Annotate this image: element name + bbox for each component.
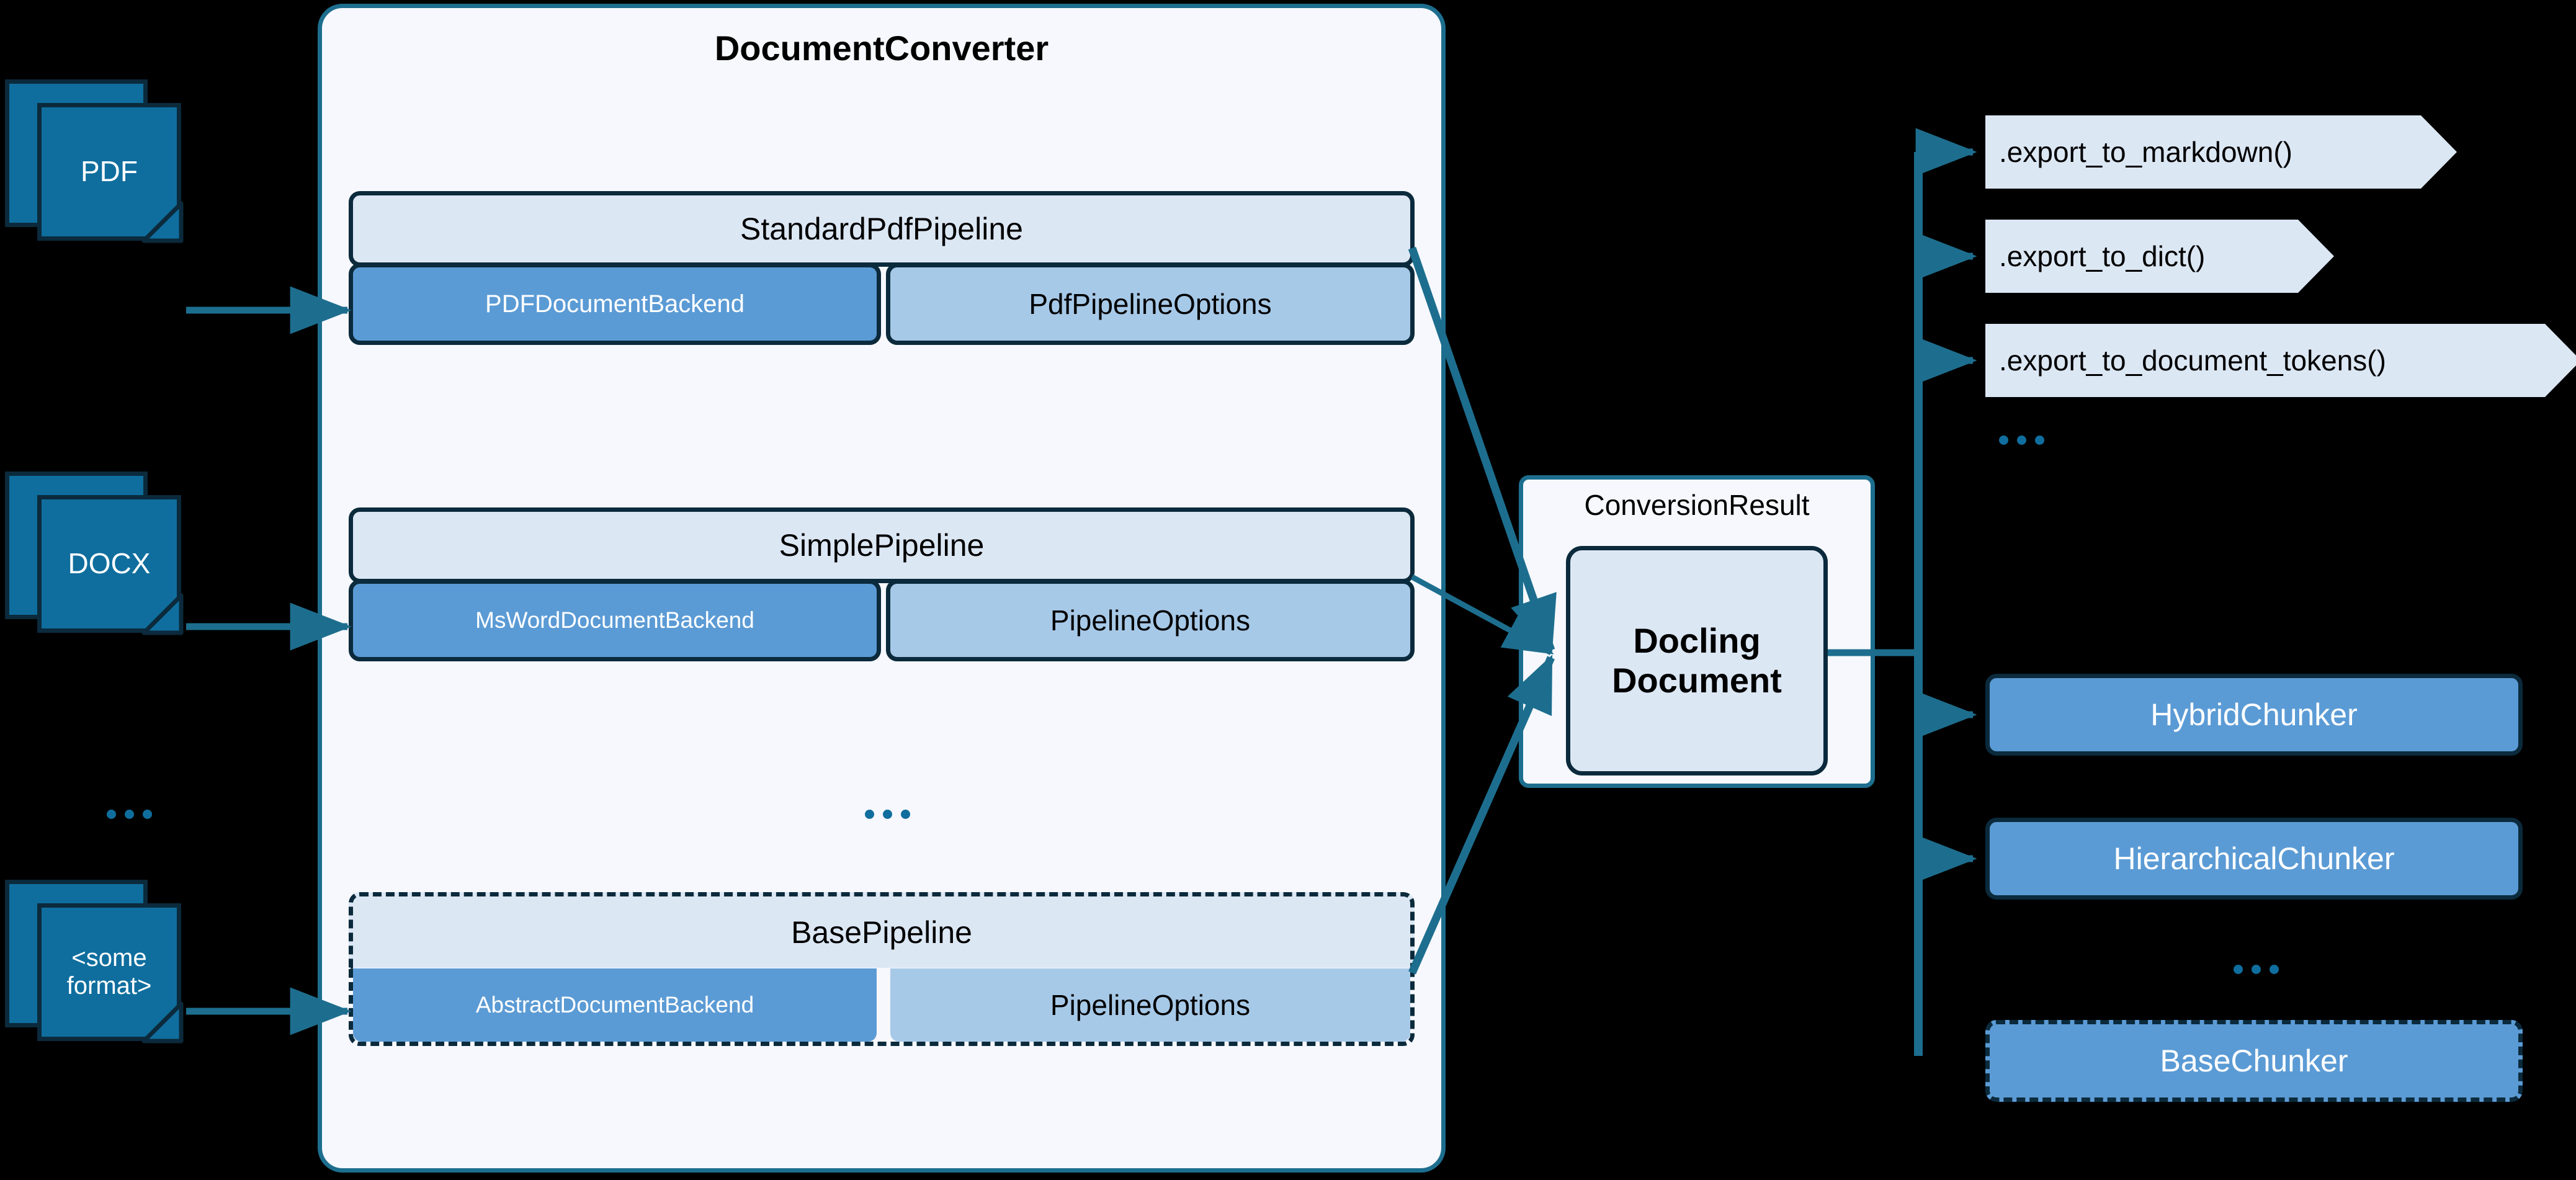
- export-method-document-tokens[interactable]: .export_to_document_tokens(): [1985, 324, 2576, 397]
- export-method-dict[interactable]: .export_to_dict(): [1985, 220, 2334, 293]
- ellipsis-dot: [2035, 436, 2044, 445]
- export-method-label: .export_to_markdown(): [1999, 136, 2292, 168]
- chunker-base-abstract[interactable]: BaseChunker: [1985, 1020, 2523, 1102]
- ellipsis-dot: [2252, 965, 2261, 974]
- pipeline-header: StandardPdfPipeline: [349, 191, 1415, 267]
- export-method-markdown[interactable]: .export_to_markdown(): [1985, 115, 2457, 189]
- export-method-label: .export_to_document_tokens(): [1999, 344, 2386, 377]
- chunker-label: HybridChunker: [2150, 697, 2358, 732]
- ellipsis-dot: [107, 810, 116, 819]
- ellipsis-dot: [883, 810, 892, 819]
- backend-name: AbstractDocumentBackend: [475, 992, 754, 1017]
- pipeline-header: BasePipeline: [349, 892, 1415, 968]
- pipeline-name: StandardPdfPipeline: [740, 212, 1023, 246]
- input-document-some-format: <some format>: [5, 880, 200, 1063]
- ellipsis-dot: [2017, 436, 2026, 445]
- pipeline-backend-box: AbstractDocumentBackend: [353, 968, 877, 1042]
- options-name: PipelineOptions: [1050, 989, 1251, 1021]
- input-ellipsis: [107, 810, 152, 819]
- pipeline-ellipsis: [865, 810, 910, 819]
- chunker-label: BaseChunker: [2160, 1044, 2348, 1078]
- ellipsis-dot: [865, 810, 874, 819]
- document-front-sheet: <some format>: [37, 903, 181, 1041]
- pipeline-options-box: PipelineOptions: [890, 968, 1410, 1042]
- chunker-hybrid[interactable]: HybridChunker: [1985, 674, 2523, 756]
- pipeline-abstract-outline: [349, 964, 1415, 1046]
- pipeline-options-box: PipelineOptions: [886, 579, 1415, 661]
- ellipsis-dot: [2234, 965, 2243, 974]
- docling-document-line2: Document: [1612, 661, 1782, 700]
- options-name: PipelineOptions: [1050, 604, 1251, 637]
- backend-name: MsWordDocumentBackend: [475, 607, 754, 633]
- ellipsis-dot: [143, 810, 152, 819]
- options-name: PdfPipelineOptions: [1029, 288, 1272, 320]
- ellipsis-dot: [125, 810, 134, 819]
- pipeline-backend-box: PDFDocumentBackend: [349, 263, 881, 345]
- pipeline-header: SimplePipeline: [349, 507, 1415, 583]
- input-document-pdf: PDF: [5, 79, 200, 262]
- input-document-label-line2: format>: [66, 972, 152, 999]
- chunker-ellipsis: [2234, 965, 2279, 974]
- chunker-label: HierarchicalChunker: [2113, 841, 2395, 876]
- pipeline-name: SimplePipeline: [779, 528, 985, 563]
- pipeline-simple: SimplePipeline MsWordDocumentBackend Pip…: [349, 507, 1415, 669]
- pipeline-name: BasePipeline: [791, 914, 972, 950]
- ellipsis-dot: [1999, 436, 2008, 445]
- docling-document-line1: Docling: [1633, 621, 1761, 661]
- ellipsis-dot: [2270, 965, 2279, 974]
- chunker-hierarchical[interactable]: HierarchicalChunker: [1985, 818, 2523, 900]
- conversion-result-label: ConversionResult: [1584, 489, 1810, 521]
- pipeline-backend-box: MsWordDocumentBackend: [349, 579, 881, 661]
- input-document-label-line1: <some: [71, 944, 147, 972]
- document-front-sheet: PDF: [37, 103, 181, 241]
- document-front-sheet: DOCX: [37, 495, 181, 633]
- export-method-label: .export_to_dict(): [1999, 240, 2206, 272]
- input-document-docx: DOCX: [5, 472, 200, 655]
- pipeline-options-box: PdfPipelineOptions: [886, 263, 1415, 345]
- backend-name: PDFDocumentBackend: [485, 290, 745, 318]
- page-title: DocumentConverter: [714, 29, 1049, 68]
- ellipsis-dot: [901, 810, 910, 819]
- export-ellipsis: [1999, 436, 2044, 445]
- pipeline-standard-pdf: StandardPdfPipeline PDFDocumentBackend P…: [349, 191, 1415, 352]
- input-document-label: DOCX: [68, 547, 151, 580]
- input-document-label: PDF: [81, 155, 138, 188]
- pipeline-base-abstract: BasePipeline AbstractDocumentBackend Pip…: [349, 892, 1415, 1053]
- docling-document-box: Docling Document: [1566, 546, 1828, 775]
